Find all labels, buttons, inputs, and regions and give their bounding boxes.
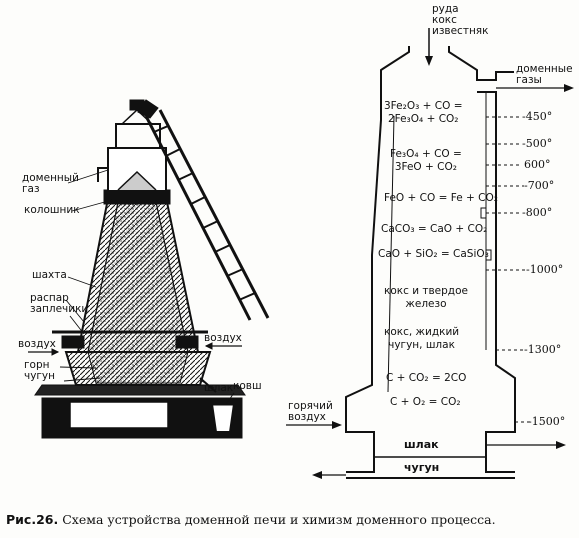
zone-coke-liquid-iron-line1: кокс, жидкий [384, 326, 460, 338]
base-platform [34, 384, 246, 396]
blast-gas-label-line2: газ [22, 183, 40, 195]
temp-1300: -1300° [524, 343, 562, 356]
ladle [210, 403, 236, 433]
zone-coke-liquid-iron: кокс, жидкий чугун, шлак [384, 326, 459, 352]
process-schematic [286, 28, 574, 479]
reaction-1: 3Fe₂O₃ + CO = 2Fe₃O₄ + CO₂ [384, 100, 463, 126]
air-left-label: воздух [18, 338, 56, 350]
input-ore: руда [432, 3, 459, 15]
throat-label: колошник [24, 204, 80, 216]
bell [117, 170, 157, 191]
reaction-3-line1: FeO + CO = Fe + CO₂ [384, 192, 498, 204]
hearth-right [485, 410, 516, 473]
hearth-left [345, 410, 375, 473]
charge-inputs-label: руда кокс известняк [432, 4, 488, 37]
hearth-label-line1: горн [24, 359, 50, 371]
hot-air-line1: горячий [288, 400, 333, 412]
temp-ticks [486, 116, 530, 423]
temp-450: -450° [522, 110, 553, 123]
input-limestone: известняк [432, 25, 489, 37]
iron-label-right: чугун [404, 461, 440, 474]
blast-gases-label: доменные газы [516, 64, 573, 86]
caption-text: Схема устройства доменной печи и химизм … [58, 512, 496, 527]
zone-coke-solid-iron-line1: кокс и твердое [384, 285, 468, 297]
top-structure [115, 123, 161, 148]
temp-700: -700° [524, 179, 555, 192]
hot-air-label: горячий воздух [288, 401, 333, 423]
bosh-label-line2: заплечики [30, 303, 89, 315]
reaction-3: FeO + CO = Fe + CO₂ [384, 192, 498, 205]
reaction-4: CaCO₃ = CaO + CO₂ [381, 223, 487, 236]
hearth-charge [87, 351, 189, 384]
blast-gases-line1: доменные [516, 63, 573, 75]
reaction-1-line2: 2Fe₃O₄ + CO₂ [387, 113, 459, 125]
ladle-label: ковш [233, 380, 262, 392]
caption-figure-number: Рис.26. [6, 512, 59, 527]
reaction-2-line2: 3FeO + CO₂ [394, 161, 457, 173]
bosh-label: распар заплечики [30, 293, 88, 315]
throat-rim [103, 189, 171, 205]
temp-500: -500° [522, 137, 553, 150]
reaction-4-line1: CaCO₃ = CaO + CO₂ [381, 223, 488, 235]
gas-pipe [97, 167, 108, 182]
outer-wall-right-top [448, 46, 514, 81]
hoist-rail-2 [158, 109, 270, 319]
air-right-label: воздух [204, 332, 242, 344]
temp-1000: -1000° [526, 263, 564, 276]
bosh-label-line1: распар [30, 292, 69, 304]
slag-label-left: шлак [204, 382, 234, 394]
hoist-rungs [153, 125, 256, 301]
reaction-2: Fe₃O₄ + CO = 3FeO + CO₂ [390, 148, 462, 174]
shaft-label: шахта [32, 269, 67, 281]
reaction-1-line1: 3Fe₂O₃ + CO = [384, 100, 463, 112]
slag-label-right: шлак [404, 438, 439, 451]
hearth-label: горн чугун [24, 360, 55, 382]
zone-coke-solid-iron: кокс и твердое железо [384, 285, 468, 311]
zone-coke-liquid-iron-line2: чугун, шлак [388, 339, 455, 351]
zone-coke-solid-iron-line2: железо [405, 298, 447, 310]
figure-caption: Рис.26. Схема устройства доменной печи и… [6, 512, 496, 527]
reaction-5: CaO + SiO₂ = CaSiO₃ [378, 248, 489, 261]
furnace-illustration [28, 99, 270, 439]
leader-lines [59, 169, 235, 405]
hearth-base [69, 401, 169, 429]
reaction-8-line1: C + CO₂ = 2CO [386, 372, 467, 384]
reaction-9: C + O₂ = CO₂ [390, 396, 461, 409]
blast-gas-label-line1: доменный [22, 172, 79, 184]
reaction-9-line1: C + O₂ = CO₂ [390, 396, 461, 408]
reaction-5-line1: CaO + SiO₂ = CaSiO₃ [378, 248, 489, 260]
temp-1500: -1500° [528, 415, 566, 428]
skip-car [137, 99, 159, 119]
hot-air-line2: воздух [288, 411, 326, 423]
temp-800: -800° [522, 206, 553, 219]
outer-wall-left [345, 46, 410, 410]
input-coke: кокс [432, 14, 457, 26]
tuyere-right [175, 335, 199, 349]
temp-600: 600° [524, 158, 551, 171]
blast-gas-label: доменный газ [22, 173, 79, 195]
inner-wall-left [387, 115, 395, 393]
tuyere-left [61, 335, 85, 349]
hoist-rail-1 [144, 115, 252, 321]
reaction-2-line1: Fe₃O₄ + CO = [390, 148, 462, 160]
blast-gases-line2: газы [516, 74, 542, 86]
outer-wall-right [477, 91, 516, 410]
hearth-label-line2: чугун [24, 370, 56, 382]
reaction-8: C + CO₂ = 2CO [386, 372, 466, 385]
